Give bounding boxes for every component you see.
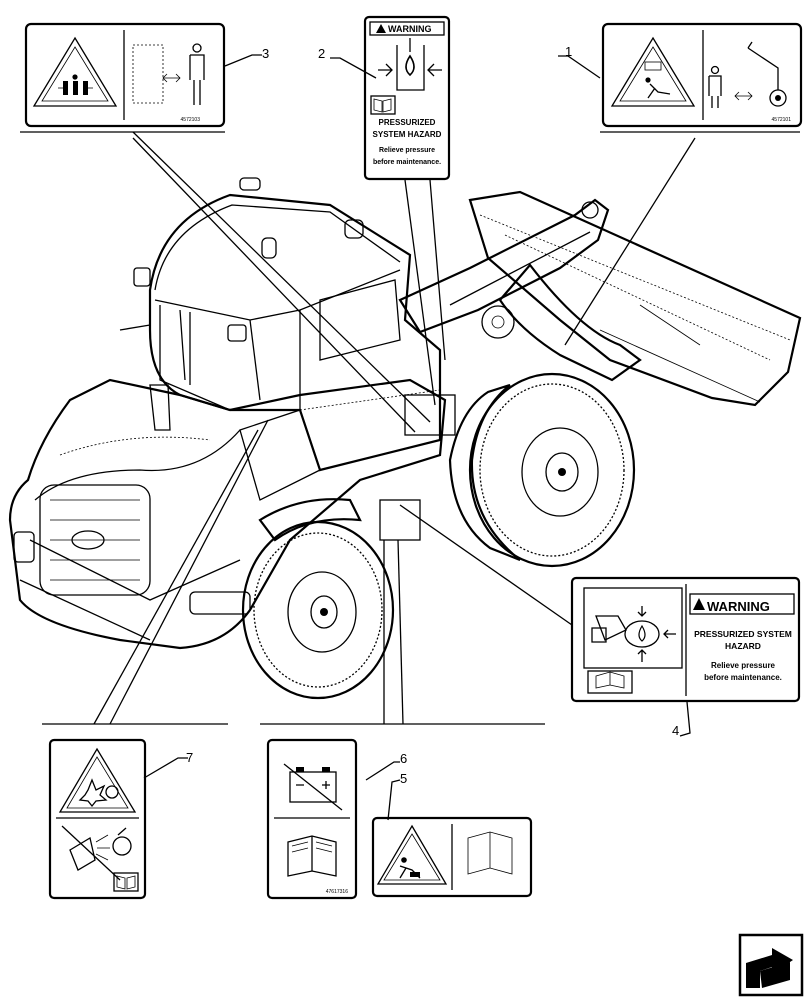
- decal-3-part-no: 4572103: [181, 117, 201, 123]
- warning-triangle-icon: [610, 36, 696, 107]
- loader-bucket: [468, 190, 802, 407]
- decal-1: 4572101: [601, 22, 803, 128]
- callout-2: 2: [318, 46, 325, 61]
- leader-lines: [20, 54, 800, 821]
- hydraulic-pressure-icon: [583, 587, 683, 669]
- callout-numbers: 1 2 3 4 5 6 7: [186, 44, 679, 786]
- decal-6: 47617316: [266, 738, 358, 900]
- warning-triangle-icon: [32, 36, 118, 107]
- warning-triangle-icon: [58, 747, 137, 813]
- callout-4: 4: [672, 723, 679, 738]
- decal-5: [371, 816, 533, 898]
- loader-arm: [398, 198, 642, 382]
- keep-distance-icon: [132, 43, 205, 105]
- decal-2-line4: before maintenance.: [373, 159, 441, 166]
- manual-book-icon: [113, 872, 139, 892]
- callout-3: 3: [262, 46, 269, 61]
- manual-book-icon: [287, 835, 337, 877]
- decal-1-part-no: 4572101: [772, 117, 792, 123]
- decal-4-line4: before maintenance.: [704, 673, 782, 682]
- manual-book-icon: [467, 831, 513, 875]
- left-front-wheel: [241, 498, 395, 700]
- wheel-loader-illustration: [8, 177, 802, 700]
- decal-2-header: WARNING: [388, 24, 432, 34]
- hydraulic-pressure-icon: [378, 38, 442, 91]
- battery-icon: [283, 763, 343, 811]
- no-spark-icon: [61, 825, 132, 881]
- callout-6: 6: [400, 751, 407, 766]
- loader-cab: [119, 177, 456, 541]
- decal-4-line1: PRESSURIZED SYSTEM: [694, 629, 792, 639]
- decal-4-line3: Relieve pressure: [711, 661, 776, 670]
- decal-6-part-no: 47617316: [326, 889, 348, 895]
- fall-hazard-icon: [399, 857, 421, 879]
- right-rear-wheel: [448, 372, 636, 568]
- decal-4-line2: HAZARD: [725, 641, 761, 651]
- decal-4-header: WARNING: [707, 599, 770, 614]
- callout-1: 1: [565, 44, 572, 59]
- callout-7: 7: [186, 750, 193, 765]
- warning-triangle-icon: [376, 824, 448, 885]
- manual-book-icon: [587, 670, 633, 694]
- explosion-hazard-icon: [78, 778, 119, 808]
- decal-2: WARNING PRESSURIZED SYSTEM HAZARD Reliev…: [363, 15, 451, 181]
- callout-5: 5: [400, 771, 407, 786]
- decal-3: 4572103: [24, 22, 226, 128]
- decal-7: [48, 738, 147, 900]
- keep-distance-icon: [708, 41, 787, 108]
- decal-2-line2: SYSTEM HAZARD: [373, 130, 442, 139]
- decal-4: WARNING PRESSURIZED SYSTEM HAZARD Reliev…: [570, 576, 801, 703]
- crush-hazard-icon: [644, 61, 671, 99]
- decal-2-line1: PRESSURIZED: [379, 118, 436, 127]
- decal-2-line3: Relieve pressure: [379, 147, 435, 154]
- next-page-arrow-icon[interactable]: [738, 933, 804, 997]
- crush-hazard-icon: [58, 74, 93, 95]
- manual-book-icon: [370, 95, 396, 115]
